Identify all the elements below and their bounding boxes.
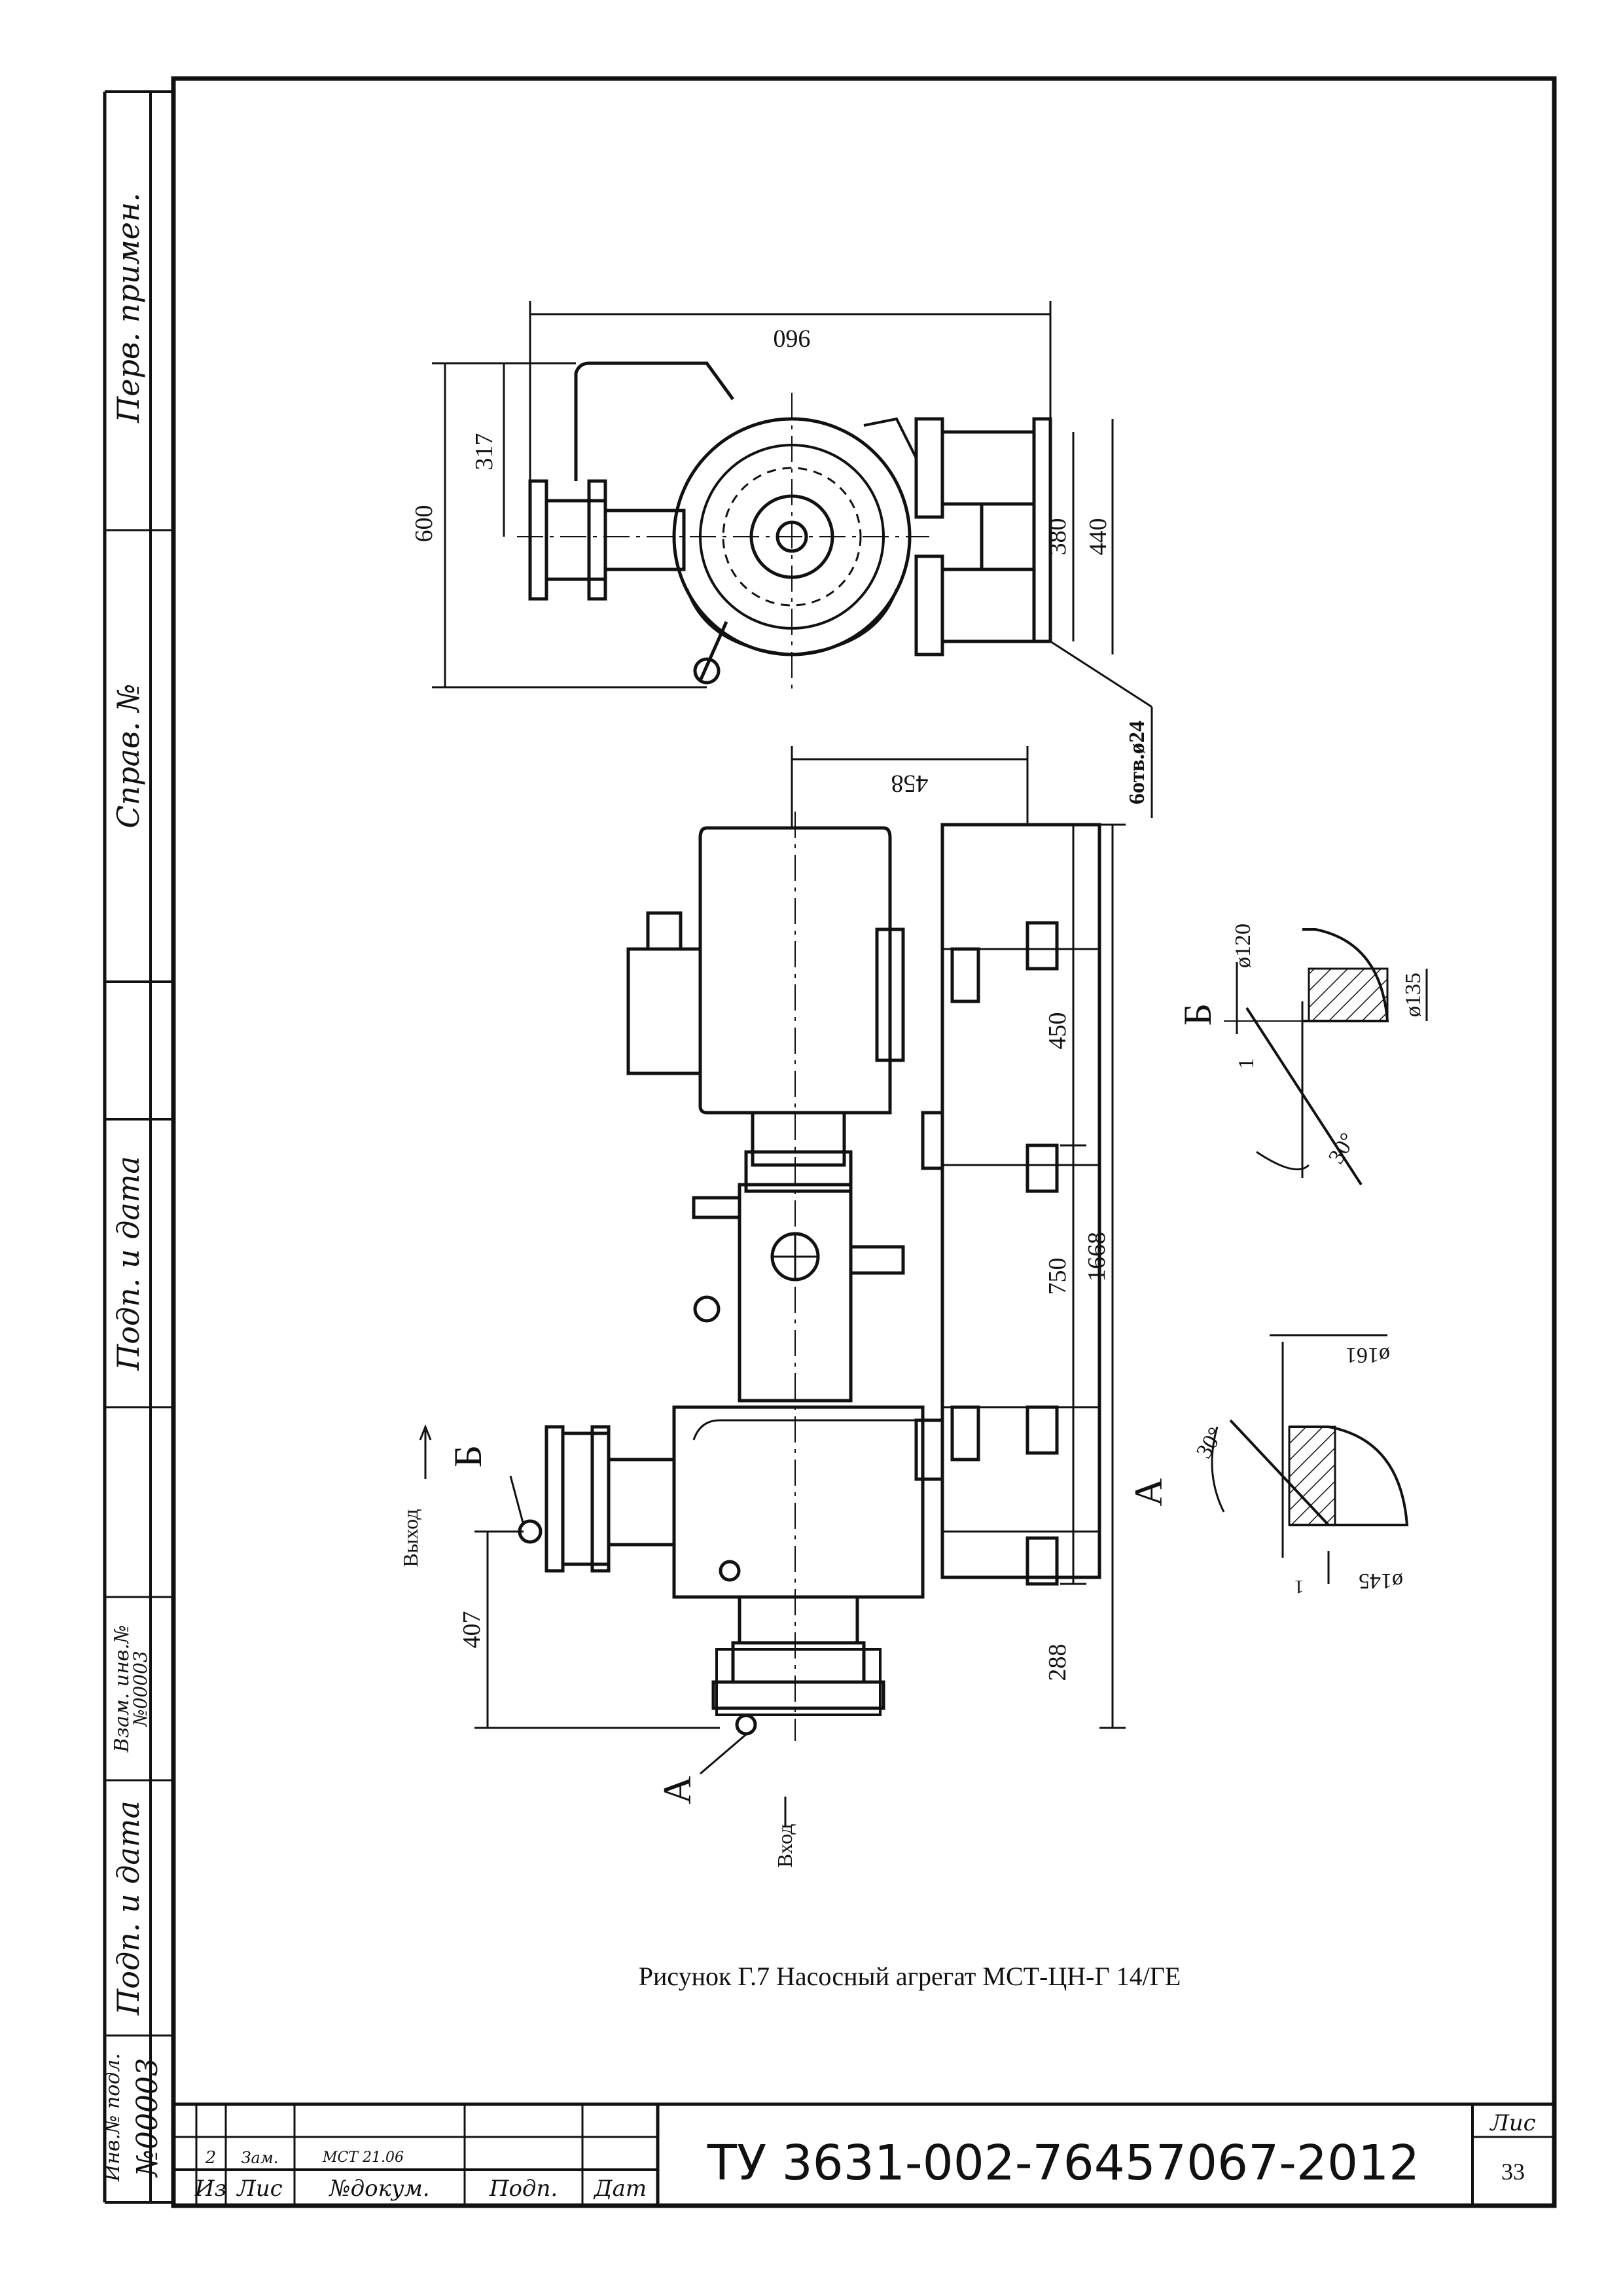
side-inv-orig-value: №00003 [131, 2058, 164, 2178]
detail-a-d-inner: ø161 [1346, 1343, 1390, 1367]
col-doc-header: №докум. [328, 2176, 429, 2202]
change-type: Зам. [241, 2149, 279, 2167]
detail-a-title: А [1127, 1478, 1170, 1506]
dim-288: 288 [1044, 1644, 1071, 1681]
side-view-dim-text: 458 450 750 288 1668 407 Б А Выход Вход [399, 770, 1111, 1868]
detail-a-angle: 30° [1192, 1424, 1228, 1463]
section-a-label: А [656, 1776, 699, 1804]
end-view-dims [432, 301, 1153, 818]
title-block [173, 2102, 1554, 2206]
dim-750: 750 [1044, 1258, 1071, 1295]
side-view [518, 812, 1101, 1741]
side-replace-inv-value: №00003 [130, 1651, 151, 1727]
sheet-number: 33 [1501, 2159, 1525, 2185]
detail-a-text: А ø161 ø145 1 30° [1127, 1343, 1403, 1598]
title-block-text: 2 Зам. МСТ 21.06 Из Лис №докум. Подп. Да… [194, 2110, 1536, 2202]
dim-458: 458 [891, 770, 929, 797]
side-view-dims [419, 746, 1126, 1826]
figure-caption: Рисунок Г.7 Насосный агрегат МСТ-ЦН-Г 14… [639, 1962, 1181, 1991]
side-sign-date-top: Подп. и дата [111, 1156, 146, 1371]
side-inv-orig: Инв.№ подл. [101, 2053, 124, 2182]
sheet-frame [103, 76, 1557, 2208]
section-b-label: Б [446, 1445, 490, 1467]
dim-1668: 1668 [1083, 1232, 1111, 1282]
side-first-use: Перв. примен. [111, 192, 146, 423]
change-doc: МСТ 21.06 [322, 2149, 404, 2166]
end-view-dim-text: 960 600 317 380 440 6отв.ø24 [410, 325, 1149, 804]
side-ref-no: Справ. № [111, 683, 146, 828]
change-no: 2 [205, 2148, 217, 2168]
sheet-label: Лис [1489, 2110, 1535, 2136]
dim-450: 450 [1044, 1013, 1071, 1050]
detail-a [1211, 1334, 1409, 1584]
col-date-header: Дат [593, 2176, 647, 2202]
detail-b-text: Б ø120 ø135 1 30° [1176, 924, 1425, 1168]
col-sheet-header: Лис [236, 2176, 282, 2202]
detail-a-gap: 1 [1294, 1576, 1304, 1598]
dim-600: 600 [410, 505, 438, 543]
side-replace-inv: Взам. инв.№ [111, 1625, 134, 1753]
detail-b-gap: 1 [1234, 1058, 1258, 1069]
col-change-header: Из [194, 2176, 226, 2202]
detail-b-d-outer: ø135 [1401, 973, 1425, 1017]
inlet-label: Вход [773, 1823, 796, 1867]
detail-b-title: Б [1176, 1003, 1219, 1026]
dim-960: 960 [774, 325, 811, 352]
detail-b-d-inner: ø120 [1231, 924, 1255, 968]
dim-440: 440 [1084, 518, 1112, 556]
holes-label: 6отв.ø24 [1125, 721, 1149, 804]
document-code: ТУ 3631-002-76457067-2012 [707, 2135, 1419, 2191]
side-sign-date-bottom: Подп. и дата [111, 1801, 146, 2016]
detail-a-d-outer: ø145 [1359, 1569, 1403, 1593]
dim-317: 317 [471, 433, 498, 471]
dim-407: 407 [458, 1611, 486, 1649]
dim-380: 380 [1044, 518, 1071, 556]
col-sign-header: Подп. [489, 2176, 558, 2202]
side-stamp: Перв. примен. Справ. № Подп. и дата Взам… [101, 192, 164, 2182]
detail-b [1224, 928, 1428, 1186]
end-view [517, 361, 1052, 694]
outlet-label: Выход [399, 1509, 422, 1568]
